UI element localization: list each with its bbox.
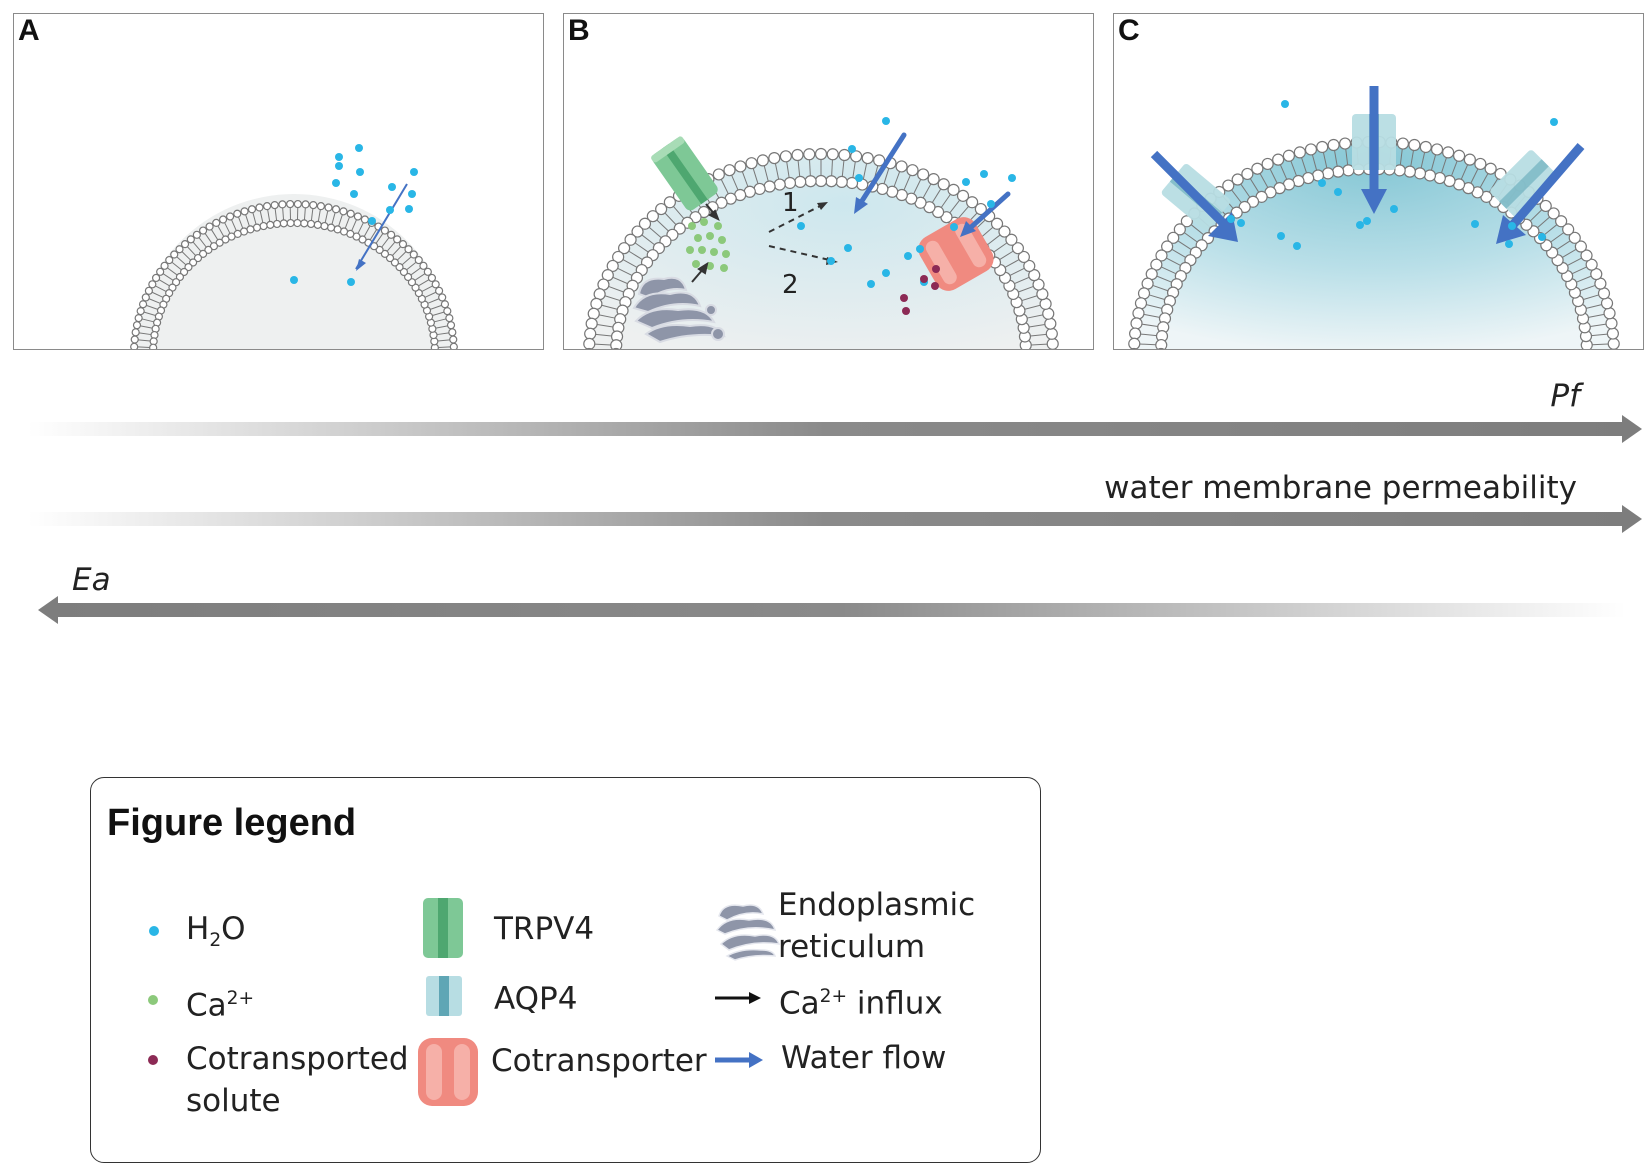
legend-aqp4: AQP4 (494, 981, 578, 1017)
water-flow-arrowhead (356, 259, 366, 271)
legend-ca-influx: Ca2+ influx (779, 985, 943, 1022)
ea-arrow (38, 596, 1626, 624)
water-flow-arrows (857, 132, 1011, 232)
water-flow-arrows (1150, 86, 1585, 229)
figure-legend: Figure legend H2O Ca2+ Cotransported sol… (90, 777, 1041, 1163)
panel-a-letter: A (18, 14, 40, 47)
panel-c-letter: C (1118, 14, 1140, 47)
pf-arrow (28, 415, 1642, 443)
trpv4-icon (423, 898, 463, 958)
lipid-bilayer (130, 199, 458, 349)
calcium-influx-arrows (691, 203, 720, 283)
panel-a: A (13, 13, 544, 350)
panel-a-diagram (130, 144, 458, 349)
legend-title: Figure legend (107, 802, 357, 844)
black-arrow-icon (715, 992, 761, 1004)
lipid-bilayer (583, 147, 1059, 349)
panel-b-diagram: 1 2 (583, 117, 1059, 349)
gradient-axes (28, 415, 1642, 624)
cotransported-solutes (900, 265, 940, 315)
water-flow-arrow (355, 183, 408, 270)
cotransporter-icon (418, 1038, 478, 1106)
endoplasmic-reticulum (632, 276, 726, 344)
legend-h2o: H2O (186, 911, 246, 952)
legend-er: Endoplasmic reticulum (778, 887, 976, 965)
legend-cotransporter: Cotransporter (491, 1043, 707, 1079)
legend-trpv4: TRPV4 (494, 911, 595, 947)
water-molecules (797, 117, 1016, 288)
calcium-icon (148, 995, 158, 1005)
water-icon (149, 926, 159, 936)
pf-label: Pf (1550, 378, 1580, 414)
pathway-label-2: 2 (782, 270, 799, 300)
signaling-pathways (768, 203, 835, 262)
water-molecules (290, 144, 418, 286)
legend-calcium: Ca2+ (186, 987, 255, 1024)
panel-c: C (1113, 13, 1644, 350)
panel-b-letter: B (568, 14, 590, 47)
panel-c-diagram (1128, 86, 1620, 349)
aqp4-icon (426, 976, 462, 1016)
water-molecules (1227, 100, 1558, 250)
ea-label: Ea (72, 562, 111, 598)
water-permeability-label: water membrane permeability (1104, 470, 1577, 506)
pathway-label-1: 1 (782, 188, 799, 218)
trpv4-channel (651, 136, 718, 211)
er-icon (715, 904, 781, 961)
water-permeability-arrow (28, 505, 1642, 533)
legend-water-flow: Water flow (781, 1040, 947, 1076)
legend-solute: Cotransported solute (186, 1041, 409, 1119)
solute-icon (148, 1055, 158, 1065)
panel-b: B (563, 13, 1094, 350)
blue-arrow-icon (715, 1052, 763, 1068)
